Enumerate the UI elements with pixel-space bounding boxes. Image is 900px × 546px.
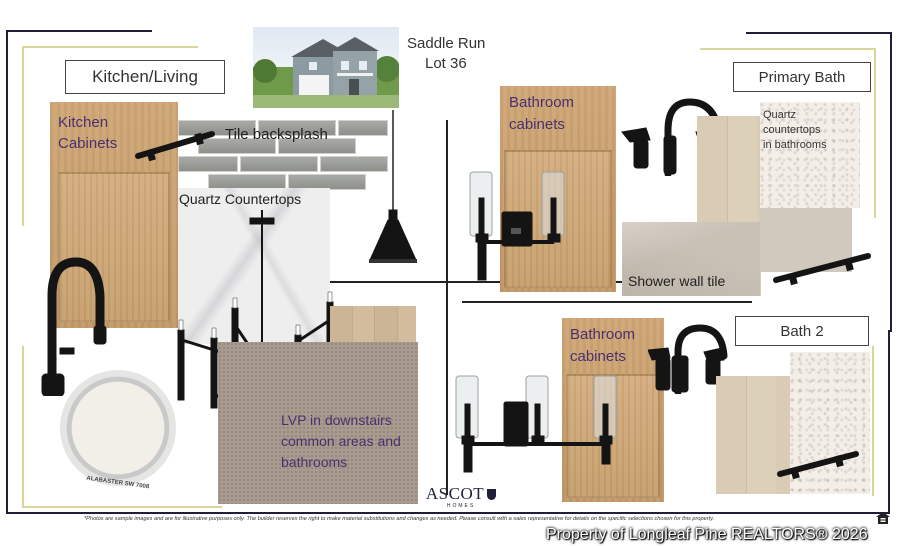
primary-bath-cabinets-line-1: Bathroom: [509, 94, 575, 111]
frame-gold-left: [22, 46, 24, 226]
quartz-countertops-caption: Quartz Countertops: [179, 191, 302, 207]
ascot-logo: ASCOT HOMES: [418, 484, 504, 509]
tile-backsplash-sample: [178, 120, 388, 190]
quartz-bath-line-3: in bathrooms: [763, 139, 827, 151]
bath2-cabinets-line-2: cabinets: [570, 348, 626, 365]
watermark-text: Property of Longleaf Pine REALTORS® 2026: [546, 526, 868, 543]
frame-top-left: [6, 30, 152, 32]
carpet-sample: [218, 342, 418, 504]
tile-1: [178, 120, 256, 136]
kitchen-cabinet-door-panel: [58, 172, 170, 322]
center-divider-vertical: [446, 120, 448, 495]
pendant-light-icon: [369, 110, 417, 263]
tile-2: [258, 120, 336, 136]
page-title: Saddle Run Lot 36: [407, 34, 485, 74]
lvp-line-1: LVP in downstairs: [281, 412, 392, 428]
frame-gold-bottom: [22, 506, 222, 508]
primary-bath-label: Primary Bath: [733, 62, 871, 92]
primary-bath-sconce-icon: [469, 171, 565, 281]
quartz-countertop-sample: [178, 188, 330, 344]
primary-bath-cabinets-caption: Bathroom cabinets: [509, 92, 574, 136]
title-line-2: Lot 36: [425, 55, 467, 72]
frame-left: [6, 30, 8, 330]
kitchen-cabinet-pull-icon: [135, 131, 215, 162]
frame-right-bottom: [888, 330, 890, 514]
tile-3: [338, 120, 388, 136]
bath2-faucet-icon: [648, 324, 728, 394]
kitchen-cabinets-line-1: Kitchen: [58, 114, 109, 131]
frame-gold-top-left: [22, 46, 198, 48]
quartz-bath-line-1: Quartz: [763, 109, 797, 121]
brand-name-text: ASCOT: [425, 484, 485, 503]
kitchen-cabinets-caption: Kitchen Cabinets: [58, 112, 117, 154]
brand-name: ASCOT: [425, 484, 497, 504]
primary-bath-quartz-caption: Quartz countertops in bathrooms: [763, 108, 827, 153]
lvp-line-3: bathrooms: [281, 454, 348, 470]
shower-wall-tile-sample: [622, 222, 760, 296]
frame-right: [890, 32, 892, 332]
right-divider-horizontal: [462, 301, 752, 303]
frame-bottom: [6, 512, 890, 514]
tile-8: [320, 156, 388, 172]
bath2-label: Bath 2: [735, 316, 869, 346]
kitchen-cabinets-line-2: Cabinets: [58, 135, 118, 152]
frame-gold-top-right: [700, 48, 876, 50]
bath2-cabinets-caption: Bathroom cabinets: [570, 324, 635, 368]
bath2-cabinet-pull-icon: [777, 451, 859, 480]
shower-wall-tile-caption: Shower wall tile: [628, 273, 726, 289]
frame-gold-right-bottom: [872, 346, 874, 496]
primary-bath-cabinet-pull-icon: [773, 253, 871, 286]
lvp-line-2: common areas and: [281, 433, 401, 449]
tile-7: [240, 156, 318, 172]
tile-4: [198, 138, 276, 154]
disclaimer-text: *Photos are sample images and are for il…: [84, 516, 715, 522]
bath2-cabinets-line-1: Bathroom: [570, 326, 636, 343]
lvp-caption: LVP in downstairs common areas and bathr…: [281, 410, 401, 473]
brand-sub: HOMES: [446, 503, 476, 509]
bath2-sconce-icon: [455, 375, 617, 473]
shield-icon: [487, 488, 497, 500]
quartz-bath-line-2: countertops: [763, 124, 821, 136]
tile-6: [178, 156, 238, 172]
tile-5: [278, 138, 356, 154]
frame-top-right: [746, 32, 892, 34]
center-divider-horizontal: [310, 281, 630, 283]
kitchen-cabinet-sample: [50, 102, 178, 328]
frame-bottom-left: [6, 326, 8, 512]
house-photo: [253, 27, 399, 108]
kitchen-living-label: Kitchen/Living: [65, 60, 225, 94]
paint-can-sample: [60, 370, 176, 486]
tile-backsplash-caption: Tile backsplash: [225, 126, 328, 143]
frame-gold-right: [874, 48, 876, 218]
equal-housing-icon: [876, 512, 890, 524]
title-line-1: Saddle Run: [407, 35, 486, 52]
primary-bath-cabinets-line-2: cabinets: [509, 116, 565, 133]
frame-gold-bottom-left: [22, 346, 24, 506]
kitchen-faucet-icon: [41, 257, 107, 396]
primary-bath-quartz-sample: [760, 102, 860, 208]
